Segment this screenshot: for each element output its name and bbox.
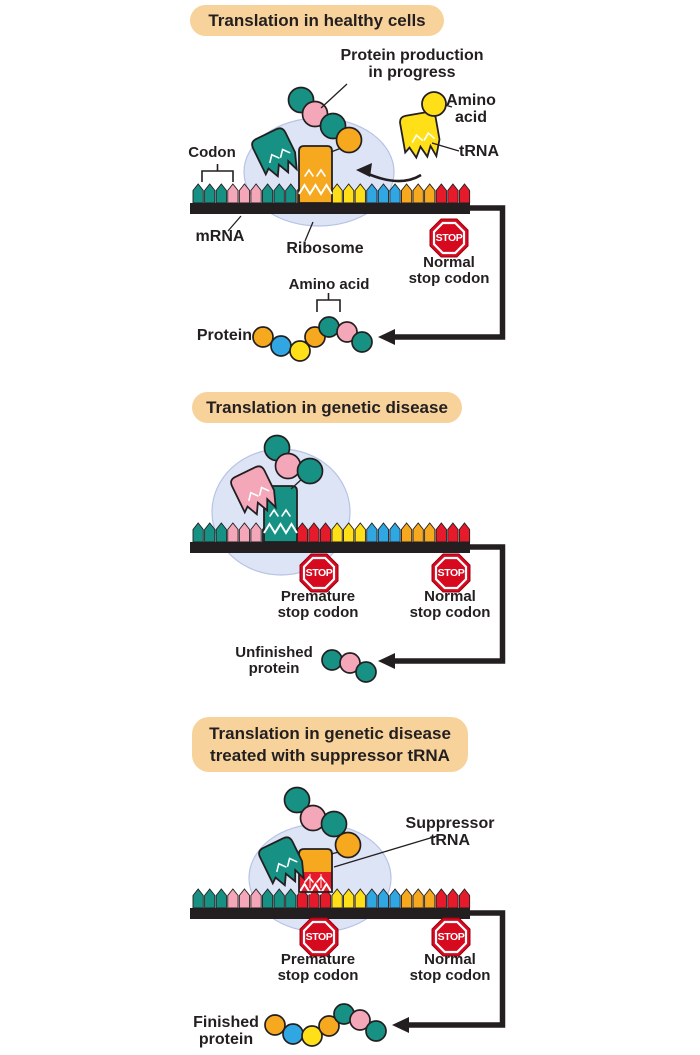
mrna-bar [190, 203, 470, 214]
flow-arrowhead [378, 329, 395, 345]
unfinished-protein-chain [321, 649, 377, 683]
label-amino-acid-chain: Amino acid [288, 276, 370, 293]
amino-acid-bracket [316, 293, 341, 312]
codon-bracket [201, 164, 234, 182]
stop-sign-text: STOP [437, 931, 465, 943]
flow-arrowhead [378, 653, 395, 669]
amino-acid-on-trna [421, 91, 447, 117]
growing-protein-chain [263, 434, 324, 485]
label-protein: Protein [196, 327, 252, 344]
trna-entry-arrow [365, 171, 422, 183]
label-trna: tRNA [459, 143, 499, 160]
trna-entry-arrowhead [356, 163, 372, 177]
label-premature-stop-codon: Premature stop codon [277, 588, 359, 621]
stop-sign-text: STOP [305, 567, 333, 579]
finished-protein-chain [264, 1003, 387, 1047]
finished-protein-chain [252, 316, 373, 362]
stop-sign-text: STOP [305, 931, 333, 943]
label-unfinished-protein: Unfinished protein [235, 644, 313, 677]
trna-docked-amber [298, 145, 333, 204]
flow-arrowhead [392, 1017, 409, 1033]
label-normal-stop-codon: Normal stop codon [409, 951, 491, 984]
label-normal-stop-codon: Normal stop codon [408, 254, 490, 287]
panel3-title: Translation in genetic disease treated w… [192, 717, 468, 772]
label-suppressor-trna: Suppressor tRNA [405, 815, 495, 849]
panel-healthy-cells [190, 83, 506, 362]
label-protein-production: Protein production in progress [340, 47, 484, 81]
panel-suppressor-trna [190, 786, 506, 1047]
mrna-bar [190, 542, 470, 553]
flow-arrow-path [406, 910, 506, 1028]
panel2-title: Translation in genetic disease [192, 392, 462, 423]
trna-incoming-yellow [398, 91, 447, 163]
label-mrna: mRNA [195, 228, 245, 245]
panel-genetic-disease [190, 434, 506, 683]
flow-arrow-path [392, 205, 506, 340]
pointer-lines [201, 83, 460, 312]
label-finished-protein: Finished protein [193, 1014, 259, 1048]
stop-sign-text: STOP [437, 567, 465, 579]
flow-arrow-path [392, 544, 506, 664]
suppressor-pointer-line [333, 835, 438, 868]
trna-suppressor [298, 848, 333, 895]
label-premature-stop-codon: Premature stop codon [277, 951, 359, 984]
label-amino-acid-trna: Amino acid [446, 92, 496, 126]
stop-sign-text: STOP [435, 232, 463, 244]
label-normal-stop-codon: Normal stop codon [409, 588, 491, 621]
mrna-bar [190, 908, 470, 919]
mrna-codon-strand [192, 183, 471, 204]
panel1-title: Translation in healthy cells [190, 5, 444, 36]
label-codon: Codon [188, 144, 236, 161]
mrna-codon-strand [192, 888, 471, 909]
label-ribosome: Ribosome [286, 240, 364, 257]
growing-protein-chain [283, 786, 362, 859]
